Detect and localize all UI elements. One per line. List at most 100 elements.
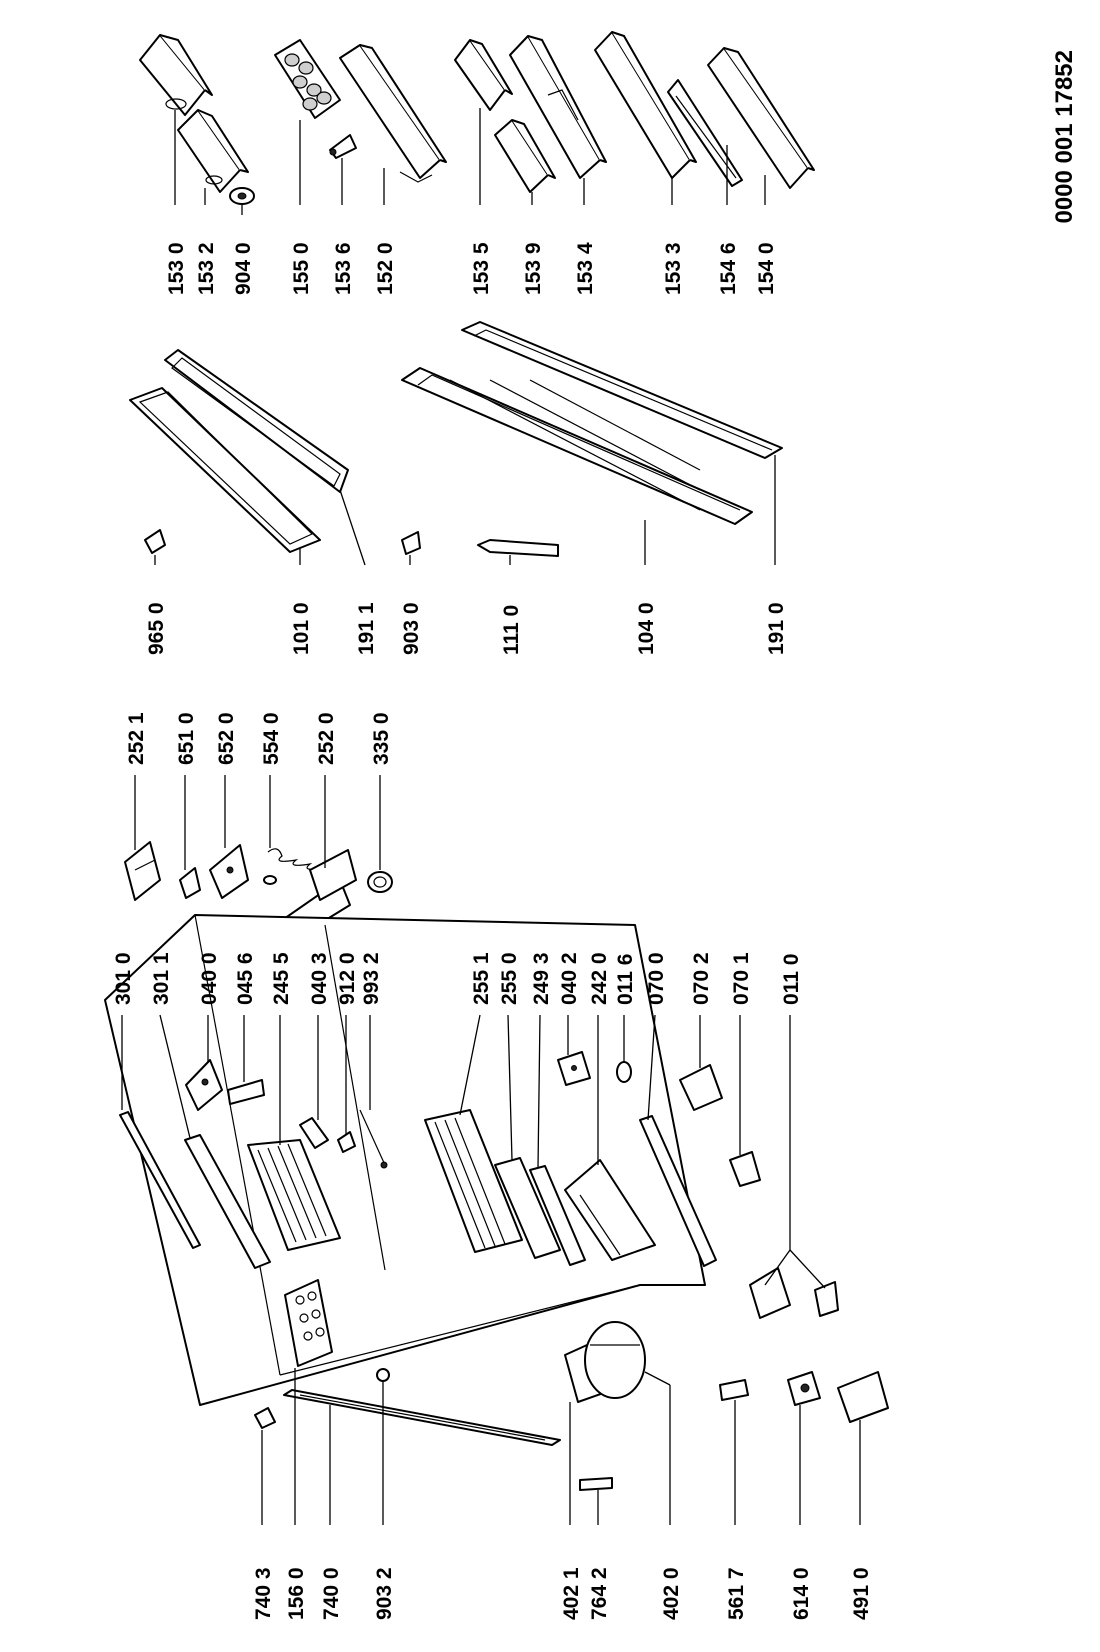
label-301-1: 301 1 <box>150 952 173 1005</box>
part-2551-drawing <box>424 1109 523 1253</box>
part-0400-drawing <box>185 1059 223 1111</box>
label-070-1: 070 1 <box>730 952 753 1005</box>
label-764-2: 764 2 <box>588 1567 611 1620</box>
label-153-3: 153 3 <box>662 242 685 295</box>
label-152-0: 152 0 <box>374 242 397 295</box>
parts-drawing <box>104 31 889 1491</box>
part-1534-drawing <box>509 35 607 179</box>
label-070-0: 070 0 <box>645 952 668 1005</box>
part-1520-drawing <box>339 44 447 183</box>
part-3010-drawing <box>119 1111 201 1249</box>
label-191-1: 191 1 <box>355 602 378 655</box>
label-104-0: 104 0 <box>635 602 658 655</box>
document-number: 0000 001 17852 <box>1051 50 1078 224</box>
part-1550-drawing <box>274 39 341 119</box>
part-2455-drawing <box>247 1139 341 1251</box>
label-154-0: 154 0 <box>755 242 778 295</box>
label-402-1: 402 1 <box>560 1567 583 1620</box>
part-1533-drawing <box>594 31 697 179</box>
part-1536-drawing <box>329 134 357 159</box>
label-040-0: 040 0 <box>198 952 221 1005</box>
part-4910-drawing <box>837 1371 889 1423</box>
part-9650-drawing <box>144 529 166 554</box>
part-6510-drawing <box>179 867 201 899</box>
label-335-0: 335 0 <box>370 712 393 765</box>
part-9032-drawing <box>376 1368 390 1382</box>
part-0116-drawing <box>616 1061 632 1083</box>
part-2493-drawing <box>529 1165 586 1266</box>
label-554-0: 554 0 <box>260 712 283 765</box>
label-255-1: 255 1 <box>470 952 493 1005</box>
label-252-0: 252 0 <box>315 712 338 765</box>
part-7642-drawing <box>579 1477 613 1491</box>
label-491-0: 491 0 <box>850 1567 873 1620</box>
part-0702-drawing <box>679 1064 723 1111</box>
part-0701-drawing <box>729 1151 761 1187</box>
label-153-0: 153 0 <box>165 242 188 295</box>
part-1530-drawing <box>139 34 213 116</box>
part-5617-drawing <box>719 1379 749 1401</box>
part-3011-drawing <box>184 1134 271 1269</box>
label-249-3: 249 3 <box>530 952 553 1005</box>
label-154-6: 154 6 <box>717 242 740 295</box>
part-1540-drawing <box>707 47 815 189</box>
label-011-0: 011 0 <box>780 954 803 1005</box>
callouts: 153 0 153 2 904 0 155 0 153 6 152 0 153 … <box>112 108 873 1620</box>
part-7403-drawing <box>254 1407 276 1429</box>
label-011-6: 011 6 <box>614 954 637 1005</box>
label-965-0: 965 0 <box>145 602 168 655</box>
part-1539-drawing <box>494 119 556 193</box>
label-993-2: 993 2 <box>360 952 383 1005</box>
part-6520-drawing <box>209 844 249 899</box>
label-740-0: 740 0 <box>320 1567 343 1620</box>
label-245-5: 245 5 <box>270 952 293 1005</box>
label-740-3: 740 3 <box>252 1567 275 1620</box>
label-153-5: 153 5 <box>470 242 493 295</box>
label-153-9: 153 9 <box>522 242 545 295</box>
label-040-2: 040 2 <box>558 952 581 1005</box>
part-1535-drawing <box>454 39 513 111</box>
part-1910-drawing <box>461 321 783 459</box>
label-101-0: 101 0 <box>290 602 313 655</box>
label-903-0: 903 0 <box>400 602 423 655</box>
part-2550-drawing <box>494 1157 561 1259</box>
part-0110-drawing <box>749 1267 839 1319</box>
part-2420-drawing <box>564 1159 656 1261</box>
label-040-3: 040 3 <box>308 952 331 1005</box>
part-9030-drawing <box>401 531 421 555</box>
label-614-0: 614 0 <box>790 1567 813 1620</box>
part-6140-drawing <box>787 1371 821 1406</box>
part-3350-drawing <box>367 871 393 893</box>
part-7400-drawing <box>283 1389 561 1446</box>
label-652-0: 652 0 <box>215 712 238 765</box>
part-9040-drawing <box>229 187 255 205</box>
label-242-0: 242 0 <box>588 952 611 1005</box>
part-1532-drawing <box>177 109 249 193</box>
label-070-2: 070 2 <box>690 952 713 1005</box>
label-045-6: 045 6 <box>234 952 257 1005</box>
part-2521-drawing <box>124 841 161 901</box>
label-252-1: 252 1 <box>125 712 148 765</box>
label-153-6: 153 6 <box>332 242 355 295</box>
part-1110-drawing <box>477 539 559 557</box>
label-912-0: 912 0 <box>336 952 359 1005</box>
part-9120-drawing <box>337 1131 356 1153</box>
part-1010-drawing <box>129 387 321 553</box>
part-1546-drawing <box>667 79 743 187</box>
label-904-0: 904 0 <box>232 242 255 295</box>
label-651-0: 651 0 <box>175 712 198 765</box>
label-191-0: 191 0 <box>765 602 788 655</box>
label-153-4: 153 4 <box>574 242 597 295</box>
label-561-7: 561 7 <box>725 1567 748 1620</box>
part-1560-drawing <box>284 1279 333 1367</box>
part-5540-drawing <box>263 848 325 885</box>
part-1040-drawing <box>401 367 753 525</box>
part-0402-drawing <box>557 1051 591 1086</box>
part-1911-drawing <box>164 349 349 493</box>
label-903-2: 903 2 <box>373 1567 396 1620</box>
label-402-0: 402 0 <box>660 1567 683 1620</box>
label-155-0: 155 0 <box>290 242 313 295</box>
label-153-2: 153 2 <box>195 242 218 295</box>
label-111-0: 111 0 <box>500 605 523 655</box>
